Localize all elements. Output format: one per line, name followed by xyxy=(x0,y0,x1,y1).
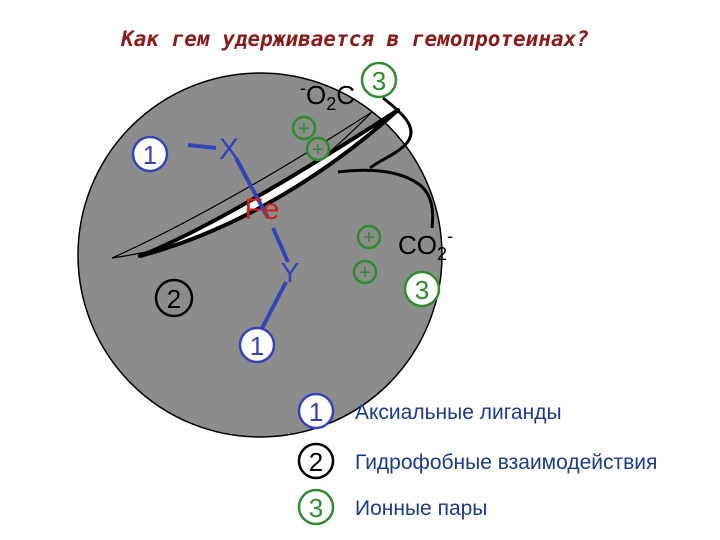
legend-text-1: Аксиальные лиганды xyxy=(355,401,562,424)
bond-x-fe xyxy=(234,157,270,219)
marker-2: 2 xyxy=(154,278,194,318)
marker-3-top: 3 xyxy=(360,61,398,99)
bond-marker-1-x xyxy=(187,143,217,150)
marker-3-right: 3 xyxy=(403,270,441,308)
bond-y-marker-1 xyxy=(256,281,288,337)
plus-charge-1: + xyxy=(291,115,317,141)
legend-item-axial-ligands: 1 Аксиальные лиганды xyxy=(297,392,562,430)
svg-text:2: 2 xyxy=(167,284,181,314)
legend-num-1: 1 xyxy=(309,397,323,427)
carboxylate-right-label: CO2- xyxy=(398,226,453,264)
svg-text:3: 3 xyxy=(415,275,429,305)
carboxylate-right-text: CO xyxy=(398,230,437,260)
legend-text-2: Гидрофобные взаимодействия xyxy=(355,451,657,474)
carboxylate-right-charge: - xyxy=(447,226,453,246)
svg-text:+: + xyxy=(298,118,310,140)
legend-item-ion-pairs: 3 Ионные пары xyxy=(297,488,487,526)
carboxylate-top-charge: - xyxy=(300,78,306,98)
legend-item-hydrophobic: 2 Гидрофобные взаимодействия xyxy=(297,442,657,480)
svg-text:1: 1 xyxy=(143,140,157,170)
carboxylate-top-label: -O2C xyxy=(300,78,355,114)
plus-charge-2: + xyxy=(305,136,331,162)
marker-1-left: 1 xyxy=(131,135,169,173)
ligand-x-label: X xyxy=(219,133,239,166)
legend-num-3: 3 xyxy=(309,493,323,523)
svg-text:+: + xyxy=(363,227,375,249)
svg-text:1: 1 xyxy=(250,331,264,361)
iron-label: Fe xyxy=(244,193,279,226)
carboxylate-top-c: C xyxy=(336,80,355,110)
propionate-chain-right xyxy=(337,168,435,229)
svg-text:3: 3 xyxy=(372,66,386,96)
svg-text:+: + xyxy=(359,262,371,284)
plus-charge-3: + xyxy=(356,224,382,250)
legend-num-2: 2 xyxy=(309,447,323,477)
legend-text-3: Ионные пары xyxy=(355,497,487,520)
diagram-title: Как гем удерживается в гемопротеинах? xyxy=(120,27,589,51)
carboxylate-right-sub: 2 xyxy=(437,244,447,264)
legend: 1 Аксиальные лиганды 2 Гидрофобные взаим… xyxy=(297,392,657,526)
ligand-y-label: Y xyxy=(281,257,300,288)
bond-fe-y xyxy=(271,227,290,263)
marker-1-bottom: 1 xyxy=(238,326,276,364)
plus-charge-4: + xyxy=(352,259,378,285)
carboxylate-top-o: O xyxy=(306,80,326,110)
carboxylate-top-sub: 2 xyxy=(326,94,336,114)
svg-text:+: + xyxy=(312,139,324,161)
protein-globule xyxy=(77,72,443,438)
propionate-chain-top xyxy=(369,96,413,170)
